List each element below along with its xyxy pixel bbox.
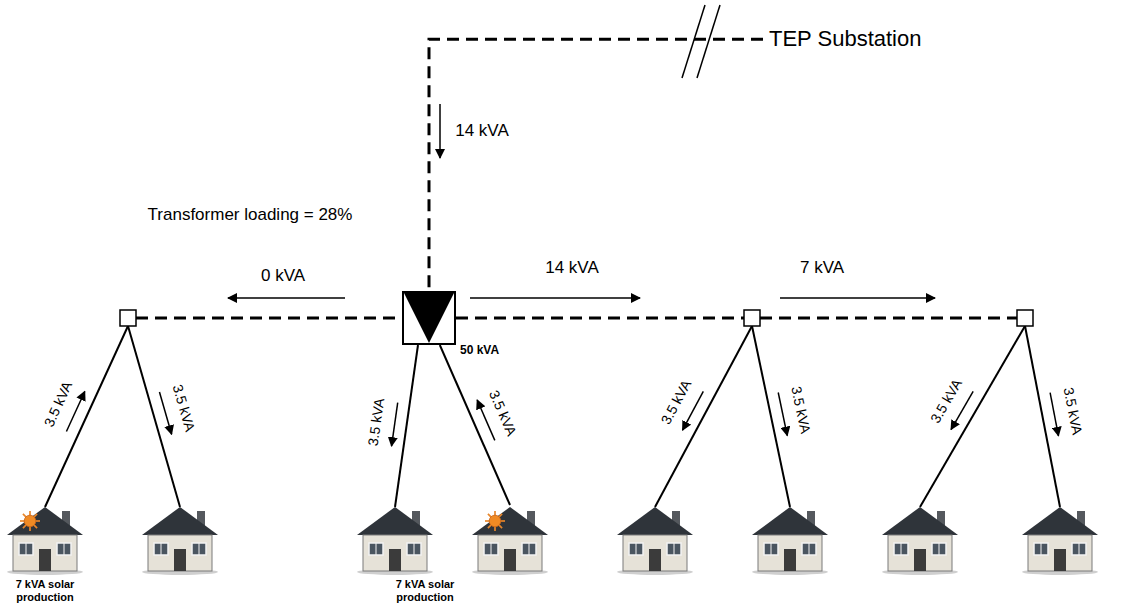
drop-flow-value: 3.5 kVA: [364, 397, 387, 447]
node-text: 7 kVA solar production: [385, 578, 465, 604]
house-icon: [7, 507, 83, 575]
break-mark: [697, 5, 720, 78]
house-icon: [142, 507, 218, 575]
solar-icon: [485, 511, 505, 531]
node-text: 50 kVA: [460, 343, 499, 357]
flow-value: 0 kVA: [261, 266, 305, 286]
drop-flow-value: 3.5 kVA: [1060, 386, 1085, 436]
house-icon: [472, 507, 548, 575]
house-icon: [752, 507, 828, 575]
flow-arrow: [470, 297, 640, 299]
drop-flow-value: 3.5 kVA: [169, 383, 198, 434]
flow-arrows: [66, 104, 1058, 446]
primary-feeder: [429, 39, 763, 291]
junction-box: [120, 310, 1033, 326]
house-icon: [1022, 507, 1098, 575]
secondary-line: [136, 317, 1017, 320]
drop-flow-value: 3.5 kVA: [658, 377, 695, 427]
solar-house: 7 kVA solar production: [470, 505, 550, 575]
flow-arrow: [439, 104, 441, 158]
flow-arrow: [1050, 393, 1058, 436]
house-icon: [357, 507, 433, 575]
house-icon: [882, 507, 958, 575]
flow-value: 7 kVA: [800, 258, 844, 278]
drop-flow-value: 3.5 kVA: [927, 376, 965, 426]
flow-value: 14 kVA: [455, 121, 509, 141]
substation-label: TEP Substation: [763, 26, 927, 52]
flow-arrow: [228, 297, 345, 299]
flow-arrow: [159, 392, 171, 434]
loading-note: Transformer loading = 28%: [148, 205, 353, 225]
flow-arrow: [392, 403, 398, 447]
flow-value: 14 kVA: [545, 258, 599, 278]
drop-flow-value: 3.5 kVA: [41, 378, 76, 428]
drop-flow-value: 3.5 kVA: [486, 387, 520, 437]
house-icons: [7, 507, 1098, 575]
house-icon: [617, 507, 693, 575]
node-text: 7 kVA solar production: [5, 578, 85, 604]
break-mark: [682, 5, 705, 78]
solar-house: 7 kVA solar production: [5, 505, 85, 575]
solar-icon: [20, 511, 40, 531]
node-text: TEP Substation: [769, 26, 921, 52]
drop-flow-value: 3.5 kVA: [789, 385, 815, 435]
service-drop: [45, 326, 1060, 507]
transformer-box: 50 kVA: [402, 291, 456, 345]
flow-arrow: [778, 393, 787, 436]
transformer-triangle: [404, 293, 454, 343]
flow-arrow: [780, 297, 935, 299]
transformer-symbol: [404, 293, 454, 343]
